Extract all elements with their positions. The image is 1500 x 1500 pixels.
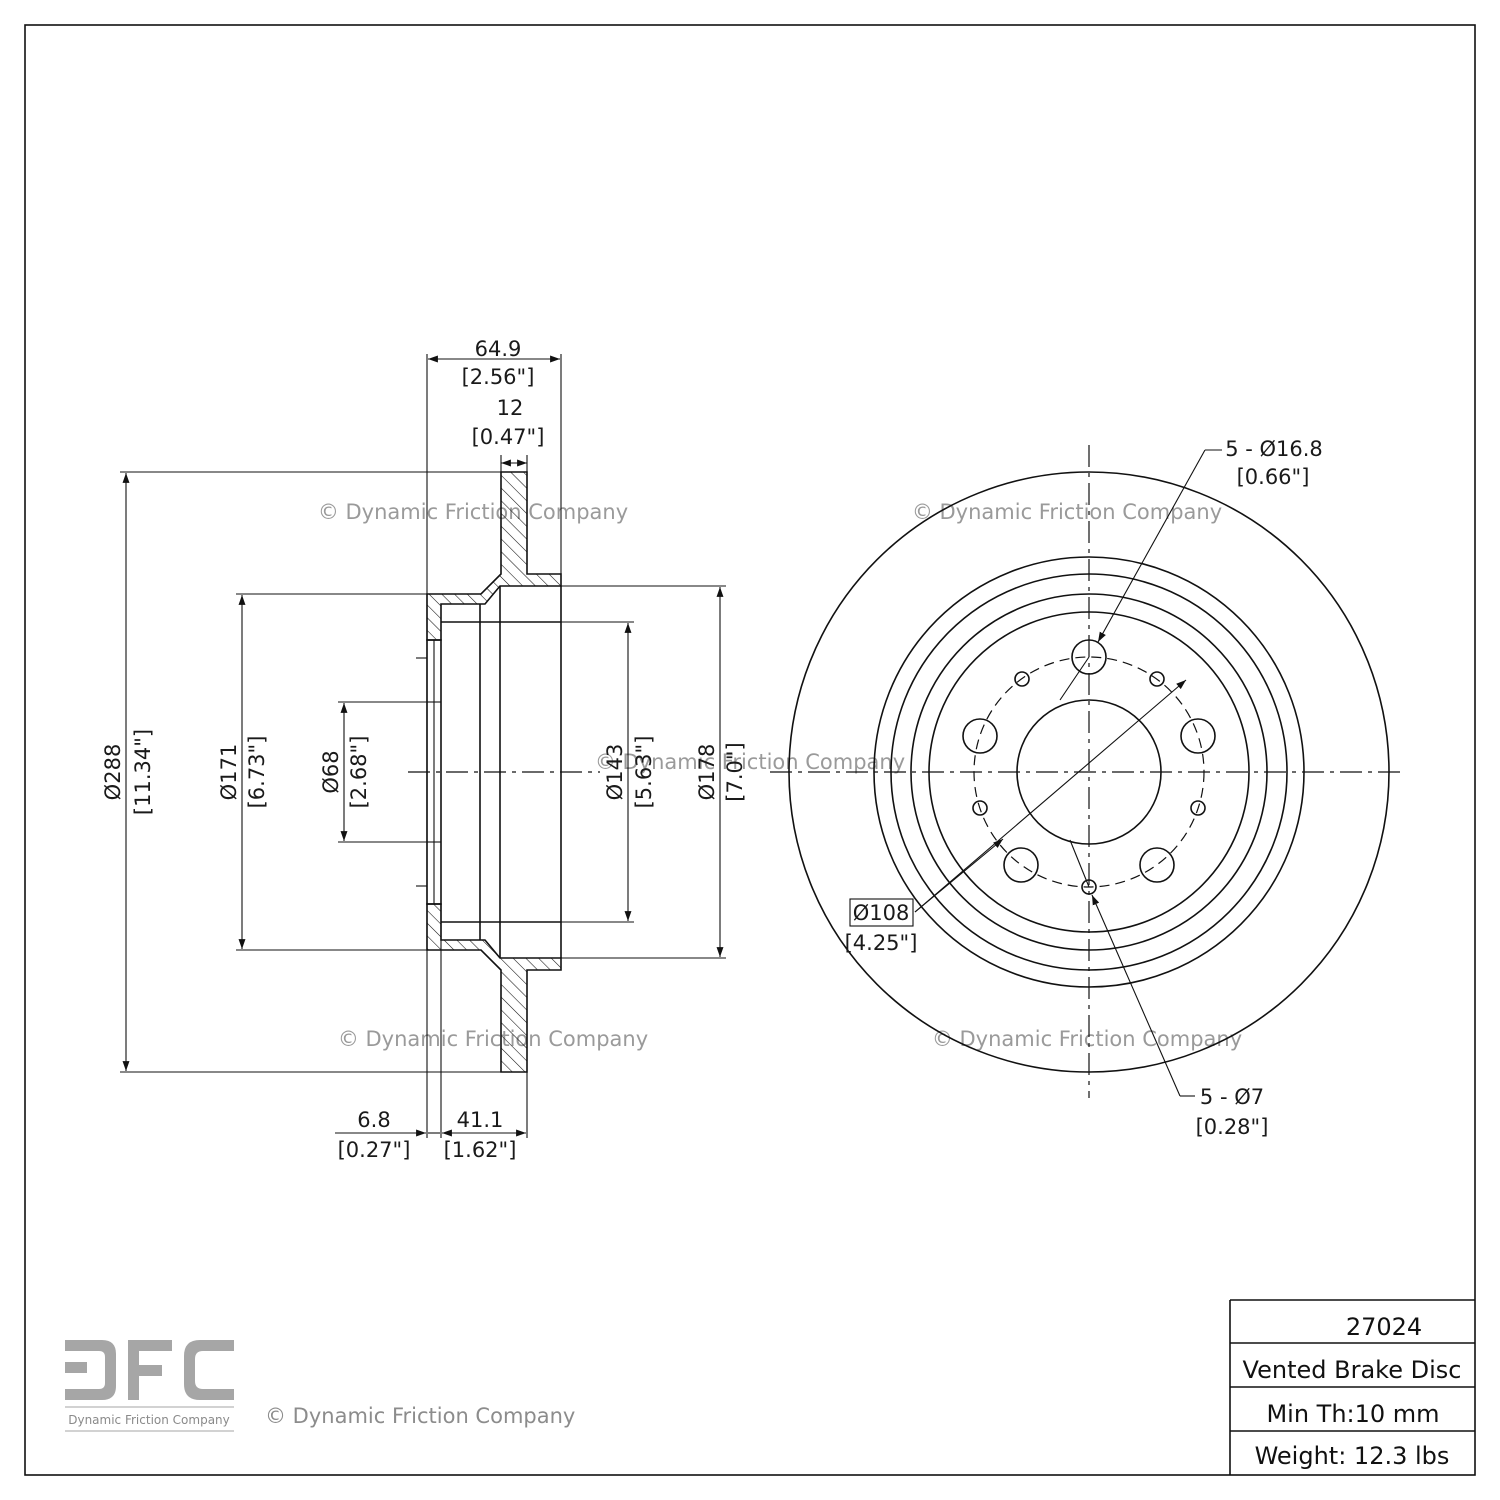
label-small-holes: 5 - Ø7	[1200, 1085, 1264, 1109]
dim-hat-diameter: Ø171	[217, 744, 241, 801]
face-view	[770, 445, 1405, 1098]
dim-hat-height: 41.1	[457, 1108, 504, 1132]
extension-lines	[120, 354, 726, 1138]
watermark-text: © Dynamic Friction Company	[932, 1027, 1242, 1051]
title-block	[1229, 1299, 1475, 1475]
dim-outer-diameter: Ø288	[101, 744, 125, 801]
dimension-lines	[122, 355, 724, 1137]
label-bolt-holes-inch: [0.66"]	[1237, 465, 1310, 489]
min-thickness: Min Th:10 mm	[1266, 1400, 1439, 1428]
bolt-hole	[962, 718, 998, 754]
watermark-text: © Dynamic Friction Company	[338, 1027, 648, 1051]
part-number: 27024	[1346, 1313, 1422, 1341]
dim-hub-thickness: 6.8	[357, 1108, 390, 1132]
leader-bolt-circle	[914, 679, 1187, 913]
dim-hat-outer-diameter-inch: [7.0"]	[723, 742, 747, 801]
side-section-view	[408, 471, 600, 1073]
small-hole	[1149, 671, 1165, 687]
small-hole	[972, 800, 988, 816]
footer-copyright: © Dynamic Friction Company	[265, 1404, 575, 1428]
dim-outer-diameter-inch: [11.34"]	[131, 729, 155, 815]
dim-center-bore-inch: [2.68"]	[347, 736, 371, 809]
watermark-text: © Dynamic Friction Company	[595, 750, 905, 774]
dim-rotor-thickness: 12	[497, 396, 524, 420]
leader-bolt-holes	[1097, 449, 1206, 643]
bolt-circle-label-box	[849, 898, 914, 927]
rotor-section-lower	[426, 903, 562, 1073]
label-bolt-holes: 5 - Ø16.8	[1225, 437, 1323, 461]
bolt-hole	[1003, 847, 1039, 883]
dim-center-bore: Ø68	[319, 750, 343, 793]
dim-hat-outer-diameter: Ø178	[695, 744, 719, 801]
label-small-holes-inch: [0.28"]	[1196, 1115, 1269, 1139]
watermark-text: © Dynamic Friction Company	[318, 500, 628, 524]
weight: Weight: 12.3 lbs	[1255, 1442, 1450, 1470]
label-bolt-circle-inch: [4.25"]	[845, 931, 918, 955]
dim-rotor-thickness-inch: [0.47"]	[472, 425, 545, 449]
leader-small-holes	[1091, 894, 1181, 1097]
small-hole	[1190, 800, 1206, 816]
small-hole	[1014, 671, 1030, 687]
logo-subtitle: Dynamic Friction Company	[68, 1413, 230, 1427]
bolt-hole	[1180, 718, 1216, 754]
dim-hub-thickness-inch: [0.27"]	[338, 1138, 411, 1162]
rotor-section-upper	[426, 471, 562, 641]
dim-inner-hat-diameter: Ø143	[603, 744, 627, 801]
bolt-hole	[1139, 847, 1175, 883]
label-bolt-circle: Ø108	[853, 901, 910, 925]
part-description: Vented Brake Disc	[1243, 1356, 1462, 1384]
sheet-border	[24, 24, 1476, 1476]
dim-overall-width: 64.9	[475, 337, 522, 361]
dim-overall-width-inch: [2.56"]	[462, 365, 535, 389]
dim-hat-diameter-inch: [6.73"]	[245, 736, 269, 809]
dim-hat-height-inch: [1.62"]	[444, 1138, 517, 1162]
dim-inner-hat-diameter-inch: [5.63"]	[632, 736, 656, 809]
dfc-logo	[65, 1340, 234, 1432]
